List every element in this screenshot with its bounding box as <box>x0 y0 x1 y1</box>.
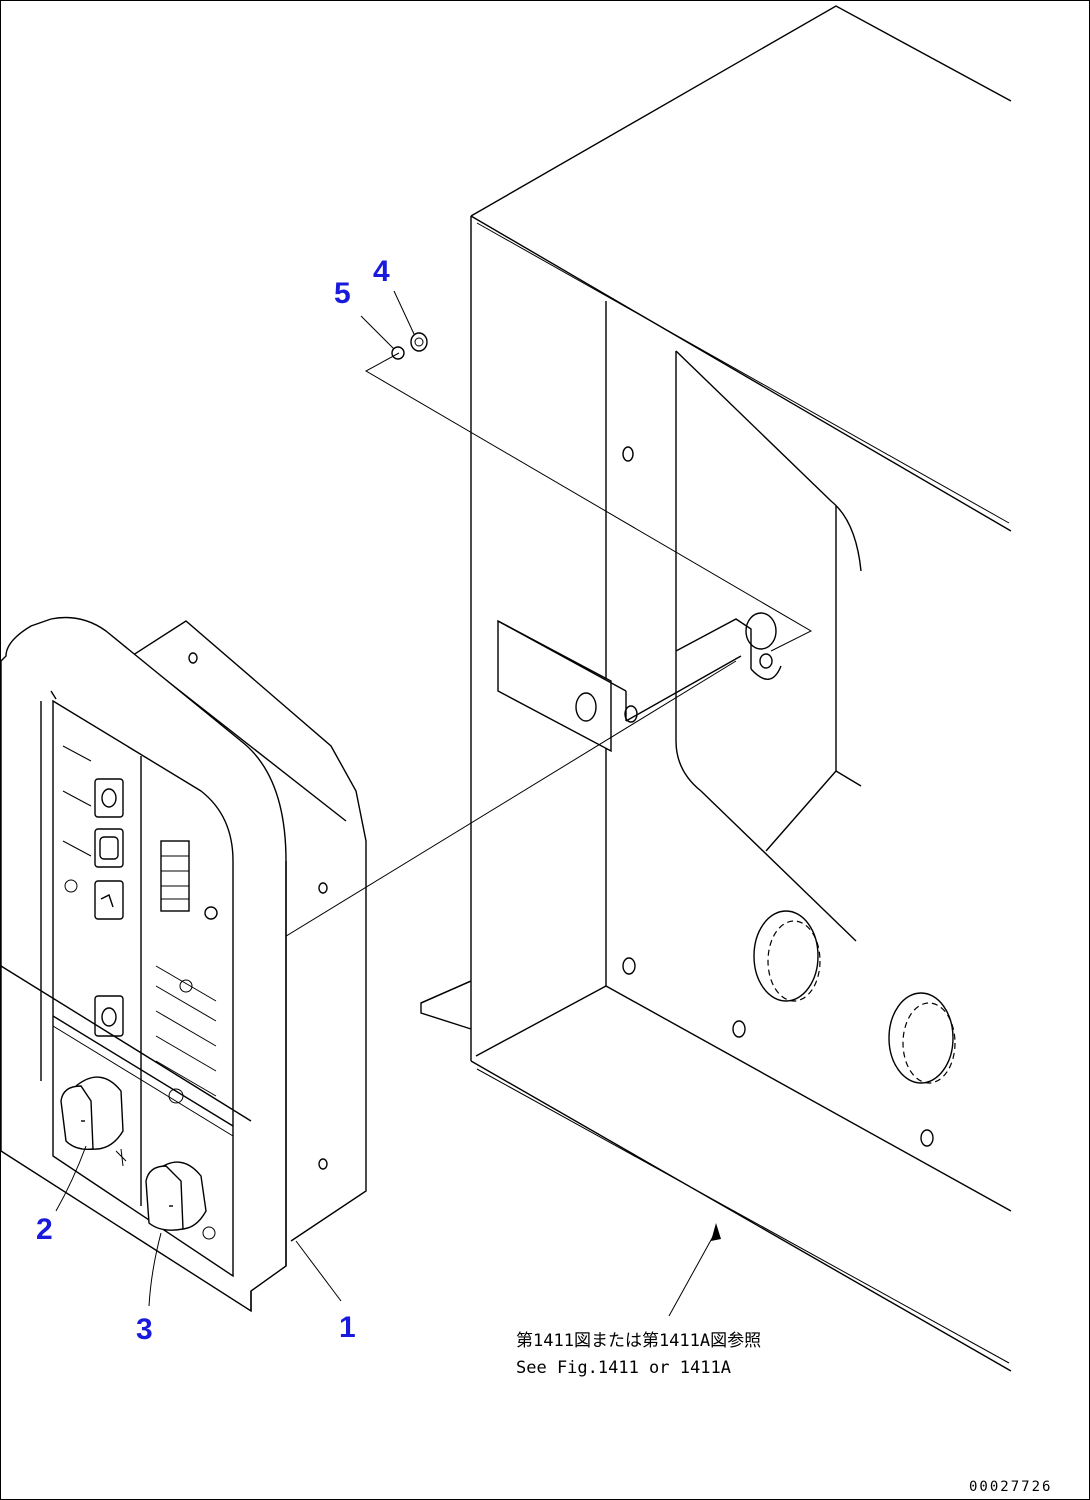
callout-4: 4 <box>373 255 390 288</box>
indicator-column-left <box>62 745 124 1037</box>
leader-lines <box>55 290 721 1317</box>
washer-5-and-nut-4 <box>391 332 428 360</box>
callouts: 1 2 3 4 5 <box>36 255 390 1346</box>
reference-note-japanese: 第1411図または第1411A図参照 <box>516 1331 761 1351</box>
callout-3: 3 <box>136 1313 153 1346</box>
rotary-switch-3 <box>145 1161 216 1240</box>
callout-1: 1 <box>339 1311 356 1344</box>
reference-note-english: See Fig.1411 or 1411A <box>516 1358 731 1378</box>
rotary-switch-2 <box>60 1076 127 1167</box>
indicator-column-right <box>155 840 218 1104</box>
callout-5: 5 <box>334 277 351 310</box>
monitor-panel <box>1 616 367 1313</box>
assembly-lines <box>228 352 813 972</box>
callout-2: 2 <box>36 1213 53 1246</box>
console-box <box>420 5 1012 1372</box>
reference-note: 第1411図または第1411A図参照 See Fig.1411 or 1411A <box>516 1331 761 1378</box>
drawing-code: 00027726 <box>969 1479 1052 1495</box>
